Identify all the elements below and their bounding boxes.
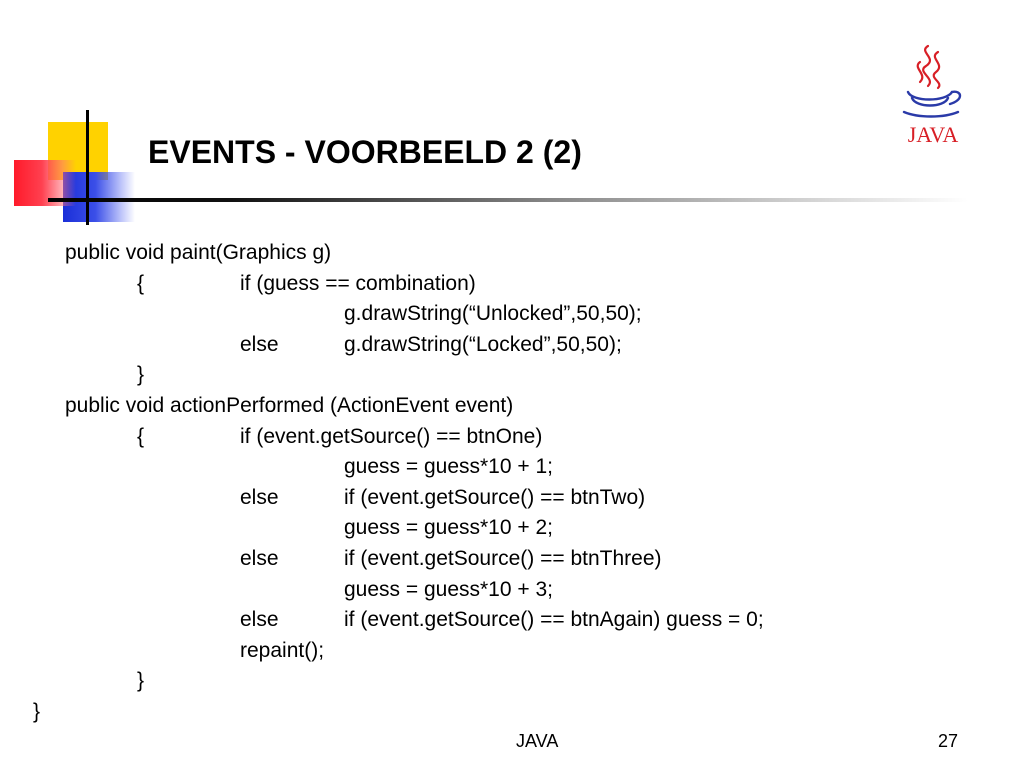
code-segment: public void paint(Graphics g): [65, 241, 332, 264]
code-line: else if (event.getSource() == btnThree): [0, 544, 1000, 575]
java-logo-text: JAVA: [908, 122, 959, 147]
code-segment: {: [137, 424, 145, 448]
code-segment: g.drawString(“Unlocked”,50,50);: [344, 302, 642, 326]
code-segment: else: [240, 485, 279, 509]
code-segment: }: [137, 669, 145, 693]
code-segment: {: [137, 271, 145, 295]
code-segment: if (event.getSource() == btnAgain) guess…: [344, 608, 764, 632]
code-segment: guess = guess*10 + 3;: [344, 577, 553, 601]
code-line: public void actionPerformed (ActionEvent…: [0, 391, 1000, 422]
code-segment: else: [240, 332, 279, 356]
title-underline: [48, 198, 968, 202]
footer-label: JAVA: [516, 731, 559, 751]
code-line: guess = guess*10 + 2;: [0, 513, 1000, 544]
code-segment: }: [33, 699, 41, 723]
code-segment: }: [137, 363, 145, 387]
code-line: }: [0, 360, 1000, 391]
code-segment: repaint();: [240, 638, 325, 662]
code-line: }: [0, 697, 1000, 728]
code-segment: if (guess == combination): [240, 271, 476, 295]
slide-title: EVENTS - VOORBEELD 2 (2): [148, 134, 582, 170]
code-block: public void paint(Graphics g) { if (guess …: [0, 238, 1000, 728]
code-segment: if (event.getSource() == btnTwo): [344, 485, 646, 509]
code-segment: public void actionPerformed (ActionEvent…: [65, 393, 514, 417]
code-line: g.drawString(“Unlocked”,50,50);: [0, 299, 1000, 330]
code-segment: if (event.getSource() == btnOne): [240, 424, 543, 448]
code-line: public void paint(Graphics g): [0, 238, 1000, 269]
code-segment: if (event.getSource() == btnThree): [344, 546, 662, 570]
code-line: guess = guess*10 + 3;: [0, 575, 1000, 606]
code-line: else if (event.getSource() == btnAgain) g…: [0, 605, 1000, 636]
code-segment: guess = guess*10 + 2;: [344, 516, 553, 540]
decor-vertical-line: [86, 110, 89, 225]
code-line: else if (event.getSource() == btnTwo): [0, 483, 1000, 514]
code-segment: else: [240, 608, 279, 632]
page-number: 27: [938, 731, 959, 751]
code-line: repaint();: [0, 636, 1000, 667]
code-line: { if (guess == combination): [0, 269, 1000, 300]
code-segment: else: [240, 546, 279, 570]
code-segment: guess = guess*10 + 1;: [344, 455, 553, 479]
code-line: else g.drawString(“Locked”,50,50);: [0, 330, 1000, 361]
code-line: { if (event.getSource() == btnOne): [0, 422, 1000, 453]
code-line: guess = guess*10 + 1;: [0, 452, 1000, 483]
java-coffee-cup-icon: JAVA: [902, 44, 962, 147]
code-line: }: [0, 666, 1000, 697]
code-segment: g.drawString(“Locked”,50,50);: [344, 332, 622, 356]
